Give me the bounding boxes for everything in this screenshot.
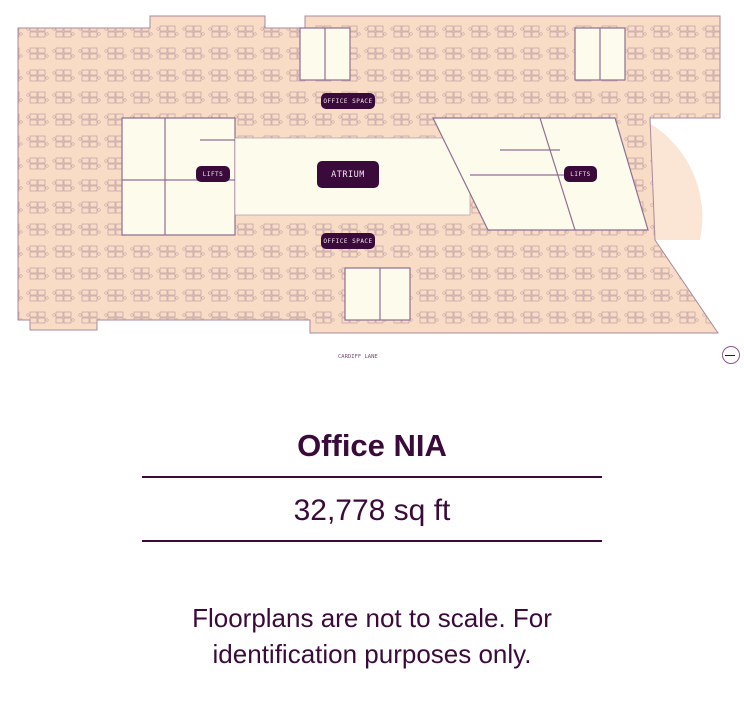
disclaimer: Floorplans are not to scale. For identif…	[192, 603, 552, 669]
office-space-label-top: OFFICE SPACE	[321, 93, 375, 109]
area-value: 32,778 sq ft	[293, 494, 451, 527]
lifts-label-right: LIFTS	[564, 166, 597, 182]
right-core	[432, 117, 649, 231]
lifts-label-left: LIFTS	[196, 166, 230, 182]
street-label: CARDIFF LANE	[338, 354, 378, 360]
divider	[142, 540, 602, 542]
floor-curve	[640, 118, 703, 240]
left-core	[121, 117, 236, 236]
compass-icon	[722, 346, 740, 364]
page-title: Office NIA	[297, 428, 447, 463]
office-space-label-bottom: OFFICE SPACE	[321, 233, 375, 249]
core-areas	[121, 27, 649, 321]
atrium-label: ATRIUM	[317, 161, 379, 188]
divider	[142, 476, 602, 478]
floorplan	[17, 15, 721, 334]
